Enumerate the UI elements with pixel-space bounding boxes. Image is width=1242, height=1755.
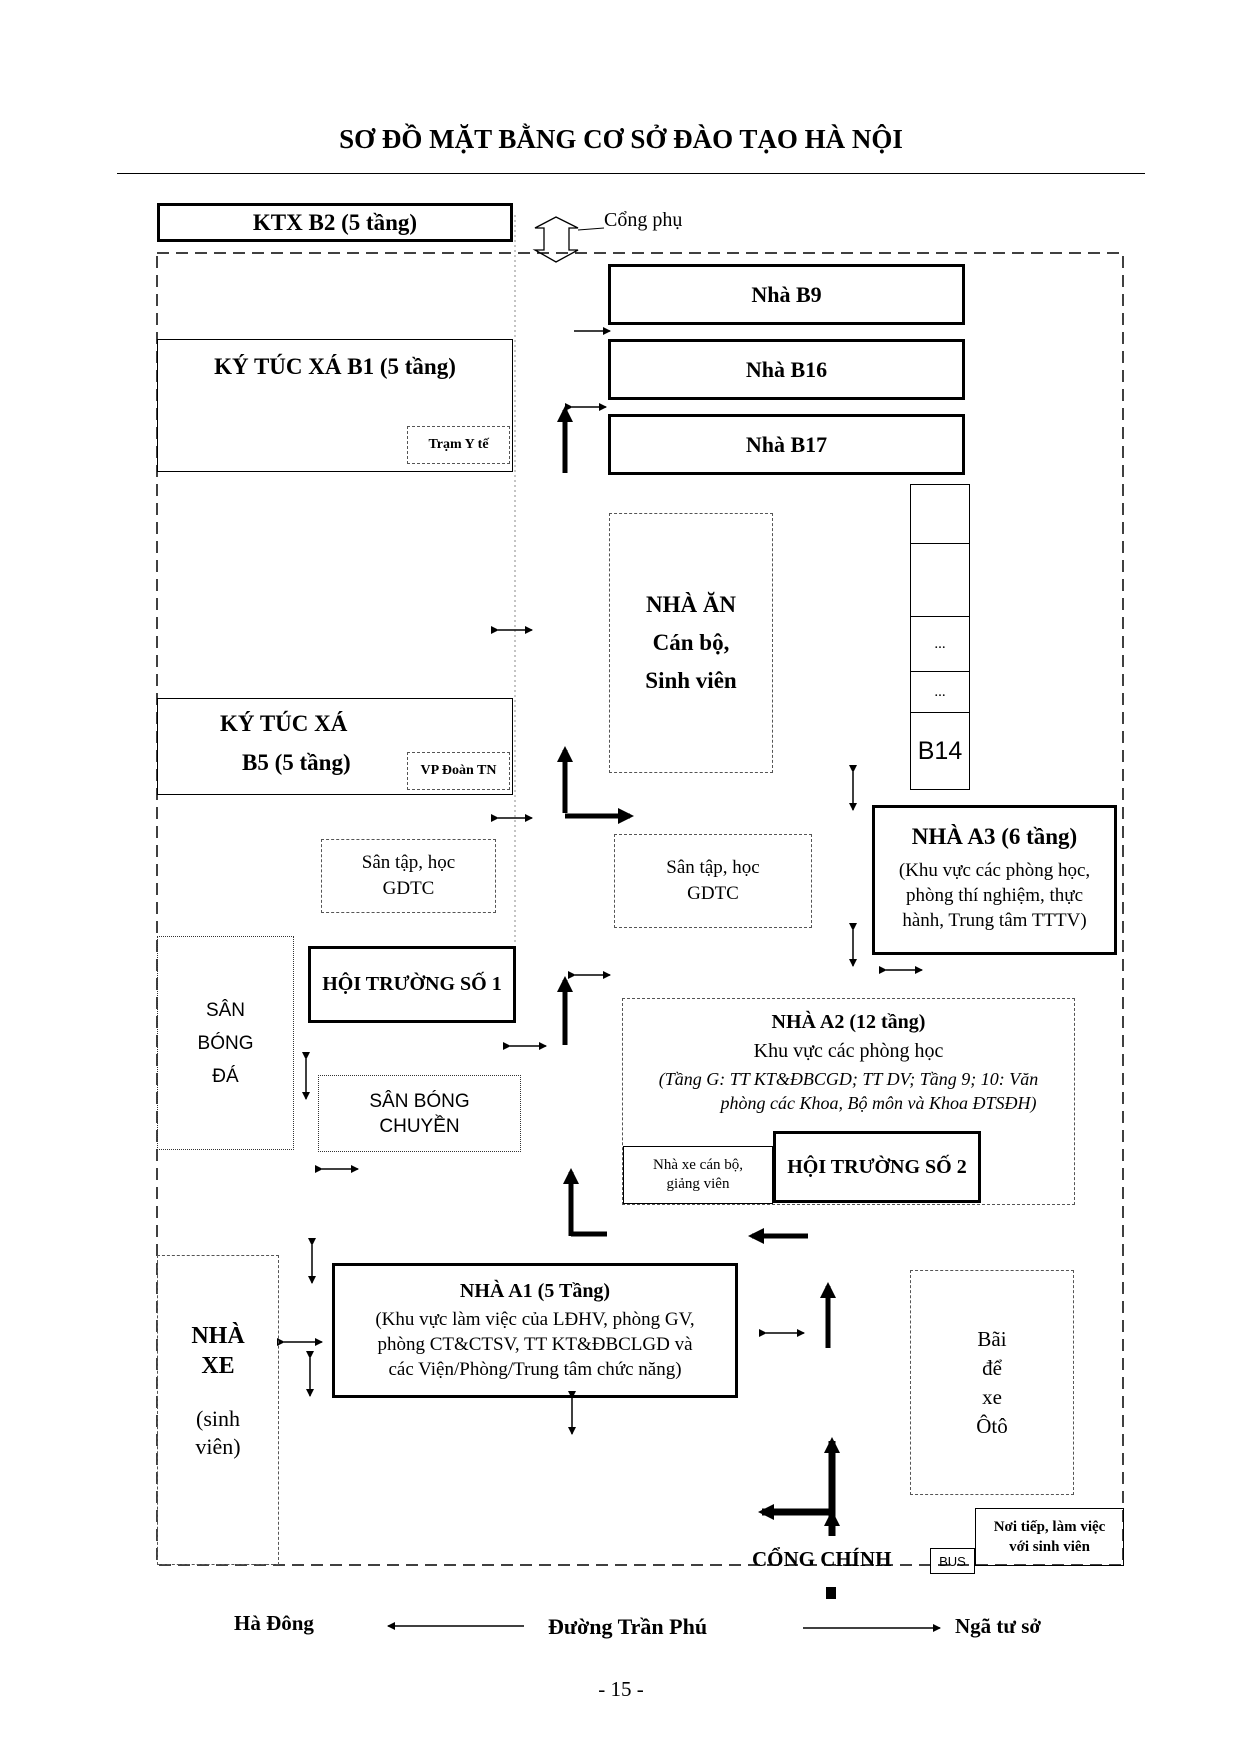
campus-boundary — [156, 252, 1124, 1566]
building-nha-an: NHÀ ĂN Cán bộ, Sinh viên — [609, 513, 773, 773]
tram-y-te: Trạm Y tế — [407, 426, 510, 464]
b14-cell-2 — [911, 544, 969, 617]
street-center-label: Đường Trần Phú — [548, 1614, 708, 1639]
building-ktx-b1: KÝ TÚC XÁ B1 (5 tầng) — [157, 339, 513, 472]
b17-label: Nhà B17 — [745, 431, 828, 457]
bold-l-shape — [568, 1190, 607, 1237]
student-reception-line-1: Nơi tiếp, làm việc — [993, 1519, 1106, 1535]
staff-parking: Nhà xe cán bộ, giảng viên — [623, 1146, 773, 1204]
hall-2: HỘI TRƯỜNG SỐ 2 — [773, 1131, 981, 1203]
b14-cell-1 — [911, 485, 969, 544]
tram-y-te-label: Trạm Y tế — [428, 437, 489, 452]
street-right-label: Ngã tư sở — [955, 1614, 1042, 1638]
car-park: Bãi để xe Ôtô — [910, 1270, 1074, 1495]
hall-2-label: HỘI TRƯỜNG SỐ 2 — [787, 1155, 967, 1178]
a3-desc-2: phòng thí nghiệm, thực — [905, 885, 1084, 906]
student-parking-sub-2: viên) — [195, 1434, 241, 1459]
page-title: SƠ ĐỒ MẶT BẰNG CƠ SỞ ĐÀO TẠO HÀ NỘI — [339, 124, 903, 154]
side-gate-arrow — [532, 216, 579, 263]
vp-doan-tn-label: VP Đoàn TN — [420, 763, 497, 778]
ktx-b5-line-2: B5 (5 tầng) — [242, 750, 351, 775]
a3-desc-1: (Khu vực các phòng học, — [898, 860, 1091, 881]
ktx-b2-label: KTX B2 (5 tầng) — [252, 209, 418, 235]
b14-cell-4: ... — [911, 672, 969, 713]
building-ktx-b5: KÝ TÚC XÁ B5 (5 tầng) — [157, 698, 513, 795]
training-ground-1-line-2: GDTC — [382, 878, 435, 899]
building-b16: Nhà B16 — [608, 339, 965, 400]
main-gate-label: CỔNG CHÍNH — [752, 1547, 892, 1571]
volleyball-court: SÂN BÓNG CHUYỀN — [318, 1075, 521, 1152]
building-ktx-b2: KTX B2 (5 tầng) — [157, 203, 513, 242]
football-line-3: ĐÁ — [212, 1065, 239, 1087]
football-line-1: SÂN — [205, 999, 246, 1021]
student-reception-line-2: với sinh viên — [1009, 1539, 1090, 1555]
building-a2: NHÀ A2 (12 tầng) Khu vực các phòng học (… — [622, 998, 1075, 1205]
b14-cell-3: ... — [911, 617, 969, 672]
car-park-line-3: xe — [982, 1384, 1002, 1409]
training-ground-1: Sân tập, học GDTC — [321, 839, 496, 913]
bus-stop: BUS — [930, 1548, 975, 1574]
a1-desc-1: (Khu vực làm việc của LĐHV, phòng GV, — [375, 1309, 695, 1330]
a2-title: NHÀ A2 (12 tầng) — [771, 1011, 926, 1033]
building-b17: Nhà B17 — [608, 414, 965, 475]
gate-marker — [826, 1587, 836, 1599]
football-line-2: BÓNG — [197, 1032, 254, 1054]
a2-note-2: phòng các Khoa, Bộ môn và Khoa ĐTSĐH) — [720, 1093, 1037, 1113]
car-park-line-1: Bãi — [977, 1326, 1007, 1351]
b16-label: Nhà B16 — [745, 356, 828, 382]
b9-label: Nhà B9 — [751, 281, 822, 307]
car-park-line-2: để — [982, 1355, 1002, 1380]
training-ground-1-line-1: Sân tập, học — [361, 852, 456, 873]
training-ground-2-line-2: GDTC — [687, 883, 739, 904]
side-gate-leader — [577, 227, 605, 231]
student-parking-title-2: XE — [201, 1353, 235, 1379]
hall-1: HỘI TRƯỜNG SỐ 1 — [308, 946, 516, 1023]
nha-an-line-2: Cán bộ, — [652, 630, 730, 655]
student-parking-sub-1: (sinh — [196, 1406, 240, 1431]
vp-doan-tn: VP Đoàn TN — [407, 752, 510, 790]
a2-subtitle: Khu vực các phòng học — [753, 1040, 944, 1062]
nha-an-line-3: Sinh viên — [645, 668, 737, 693]
hall-1-label: HỘI TRƯỜNG SỐ 1 — [322, 973, 502, 995]
student-reception: Nơi tiếp, làm việc với sinh viên — [975, 1508, 1124, 1566]
b14-cell-5: B14 — [917, 736, 963, 765]
a1-desc-3: các Viện/Phòng/Trung tâm chức năng) — [388, 1359, 682, 1380]
side-gate-label: Cổng phụ — [604, 209, 683, 231]
building-b14: ... ... B14 — [910, 484, 970, 790]
a3-title: NHÀ A3 (6 tầng) — [911, 824, 1078, 849]
ktx-b1-label: KÝ TÚC XÁ B1 (5 tầng) — [214, 354, 456, 379]
title-rule — [117, 173, 1145, 174]
building-b9: Nhà B9 — [608, 264, 965, 325]
a1-desc-2: phòng CT&CTSV, TT KT&ĐBCLGD và — [377, 1334, 693, 1355]
a3-desc-3: hành, Trung tâm TTTV) — [902, 910, 1087, 931]
page-number: - 15 - — [598, 1677, 644, 1701]
bus-label: BUS — [939, 1553, 966, 1569]
a2-note-1: (Tầng G: TT KT&ĐBCGD; TT DV; Tầng 9; 10:… — [658, 1069, 1039, 1089]
staff-parking-line-1: Nhà xe cán bộ, — [653, 1157, 743, 1173]
volleyball-line-1: SÂN BÓNG — [369, 1090, 470, 1112]
student-parking: NHÀ XE (sinh viên) — [157, 1255, 279, 1565]
ktx-b5-line-1: KÝ TÚC XÁ — [220, 711, 348, 736]
building-a3: NHÀ A3 (6 tầng) (Khu vực các phòng học, … — [872, 805, 1117, 955]
building-a1: NHÀ A1 (5 Tầng) (Khu vực làm việc của LĐ… — [332, 1263, 738, 1398]
car-park-line-4: Ôtô — [976, 1413, 1008, 1438]
football-field: SÂN BÓNG ĐÁ — [157, 936, 294, 1150]
street-left-label: Hà Đông — [234, 1611, 314, 1635]
student-parking-title-1: NHÀ — [191, 1323, 245, 1349]
staff-parking-line-2: giảng viên — [666, 1176, 730, 1192]
training-ground-2-line-1: Sân tập, học — [666, 857, 760, 878]
training-ground-2: Sân tập, học GDTC — [614, 834, 812, 928]
volleyball-line-2: CHUYỀN — [379, 1115, 460, 1137]
nha-an-line-1: NHÀ ĂN — [645, 592, 737, 617]
a1-title: NHÀ A1 (5 Tầng) — [459, 1280, 611, 1302]
